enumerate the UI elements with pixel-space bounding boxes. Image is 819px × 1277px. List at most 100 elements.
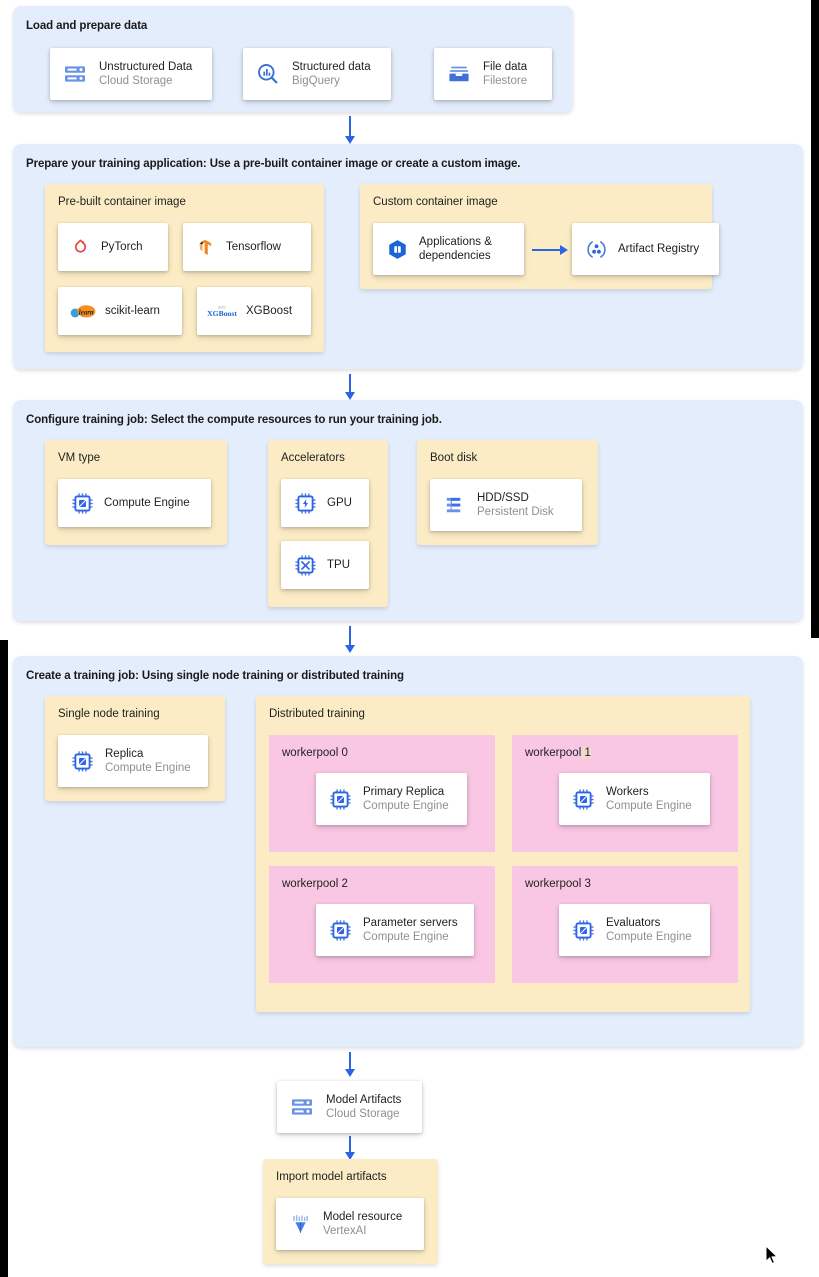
card-title: Model resource (323, 1210, 403, 1223)
group-title: Boot disk (430, 452, 478, 464)
card-workers[interactable]: Workers Compute Engine (559, 773, 722, 837)
card-title: GPU (327, 497, 352, 509)
card-tpu[interactable]: TPU (281, 541, 369, 589)
group-distributed-training: Distributed training workerpool 0 (256, 696, 750, 1012)
stage-load-and-prepare-data: Load and prepare data Unstructured Data … (13, 6, 573, 112)
group-title: Pre-built container image (58, 196, 186, 208)
card-gpu[interactable]: GPU (281, 479, 369, 527)
card-subtitle: Persistent Disk (477, 505, 554, 518)
card-scikit-learn[interactable]: learn scikit-learn (58, 287, 182, 335)
card-title: HDD/SSD (477, 491, 529, 504)
cloud-storage-icon (62, 61, 88, 87)
compute-engine-icon (328, 787, 352, 811)
filestore-icon (446, 61, 472, 87)
pool-title: workerpool 3 (525, 878, 591, 890)
vertex-ai-model-icon (288, 1212, 312, 1236)
group-vm-type: VM type C (45, 440, 227, 545)
card-title: Applications & dependencies (419, 235, 492, 263)
compute-engine-icon (571, 787, 595, 811)
card-subtitle: Compute Engine (606, 930, 692, 943)
card-title: Unstructured Data (99, 60, 193, 73)
card-title: Parameter servers (363, 916, 458, 929)
group-boot-disk: Boot disk HDD/SSD Persistent Disk (417, 440, 598, 545)
group-pre-built-container-image: Pre-built container image PyTorch (45, 184, 324, 352)
card-title: Workers (606, 785, 649, 798)
group-title: Single node training (58, 708, 160, 720)
card-subtitle: Compute Engine (363, 799, 449, 812)
card-compute-engine[interactable]: Compute Engine (58, 479, 211, 527)
xgboost-logo-icon: dmlc XGBoost (206, 300, 238, 322)
card-subtitle: VertexAI (323, 1224, 367, 1237)
card-subtitle: Cloud Storage (99, 74, 173, 87)
window-edge-right (811, 0, 819, 638)
card-subtitle: Cloud Storage (326, 1107, 400, 1120)
card-primary-replica[interactable]: Primary Replica Compute Engine (316, 773, 479, 837)
svg-text:learn: learn (79, 310, 94, 317)
stage-prepare-training-application: Prepare your training application: Use a… (13, 144, 803, 369)
card-evaluators[interactable]: Evaluators Compute Engine (559, 904, 722, 968)
card-unstructured-data[interactable]: Unstructured Data Cloud Storage (50, 48, 212, 100)
card-replica[interactable]: Replica Compute Engine (58, 735, 208, 787)
card-hdd-ssd[interactable]: HDD/SSD Persistent Disk (430, 479, 582, 531)
card-subtitle: Compute Engine (363, 930, 449, 943)
compute-engine-icon (571, 918, 595, 942)
group-accelerators: Accelerators GPU (268, 440, 388, 607)
pytorch-logo-icon (69, 236, 91, 258)
gpu-icon (293, 491, 317, 515)
stage-title: Prepare your training application: Use a… (26, 158, 521, 170)
card-title: Model Artifacts (326, 1093, 402, 1106)
pool-workerpool-2: workerpool 2 (269, 866, 495, 983)
mouse-cursor (765, 1244, 779, 1265)
scikit-learn-logo-icon: learn (69, 301, 97, 321)
pool-title: workerpool 1 (525, 747, 591, 759)
persistent-disk-icon (442, 493, 466, 517)
card-title: scikit-learn (105, 305, 160, 317)
card-title: Compute Engine (104, 497, 190, 509)
card-title: File data (483, 60, 528, 73)
pool-title: workerpool 2 (282, 878, 348, 890)
container-package-icon (385, 237, 409, 261)
stage-title: Configure training job: Select the compu… (26, 414, 442, 426)
card-title: Tensorflow (226, 241, 281, 253)
svg-text:dmlc: dmlc (218, 306, 226, 310)
card-title: Artifact Registry (618, 243, 700, 255)
tensorflow-logo-icon (194, 236, 216, 258)
group-custom-container-image: Custom container image Applications & de… (360, 184, 719, 289)
group-single-node-training: Single node training (45, 696, 225, 801)
compute-engine-icon (70, 749, 94, 773)
group-title: Distributed training (269, 708, 365, 720)
card-title: PyTorch (101, 241, 143, 253)
card-structured-data[interactable]: Structured data BigQuery (243, 48, 391, 100)
card-pytorch[interactable]: PyTorch (58, 223, 168, 271)
card-applications-and-dependencies[interactable]: Applications & dependencies (373, 223, 524, 275)
card-file-data[interactable]: File data Filestore (434, 48, 552, 100)
card-tensorflow[interactable]: Tensorflow (183, 223, 311, 271)
card-parameter-servers[interactable]: Parameter servers Compute Engine (316, 904, 486, 968)
bigquery-icon (255, 61, 281, 87)
stage-title: Create a training job: Using single node… (26, 670, 404, 682)
card-subtitle: BigQuery (292, 74, 340, 87)
card-subtitle: Compute Engine (606, 799, 692, 812)
svg-text:XGBoost: XGBoost (207, 309, 237, 318)
card-title: XGBoost (246, 305, 293, 317)
compute-engine-icon (328, 918, 352, 942)
card-title: Replica (105, 747, 144, 760)
card-artifact-registry[interactable]: Artifact Registry (572, 223, 719, 275)
stage-title: Load and prepare data (26, 20, 148, 32)
tpu-icon (293, 553, 317, 577)
pool-workerpool-0: workerpool 0 (269, 735, 495, 852)
pool-title: workerpool 0 (282, 747, 348, 759)
cloud-storage-icon (289, 1094, 315, 1120)
group-title: Custom container image (373, 196, 498, 208)
card-model-artifacts[interactable]: Model Artifacts Cloud Storage (277, 1081, 422, 1133)
group-title: VM type (58, 452, 101, 464)
artifact-registry-icon (584, 237, 608, 261)
card-subtitle: Compute Engine (105, 761, 191, 774)
group-import-model-artifacts: Import model artifacts Model resource Ve… (263, 1159, 438, 1264)
card-xgboost[interactable]: dmlc XGBoost XGBoost (197, 287, 311, 335)
card-title: Primary Replica (363, 785, 445, 798)
card-model-resource[interactable]: Model resource VertexAI (276, 1198, 424, 1250)
pool-workerpool-1: workerpool 1 (512, 735, 738, 852)
card-title: TPU (327, 559, 350, 571)
